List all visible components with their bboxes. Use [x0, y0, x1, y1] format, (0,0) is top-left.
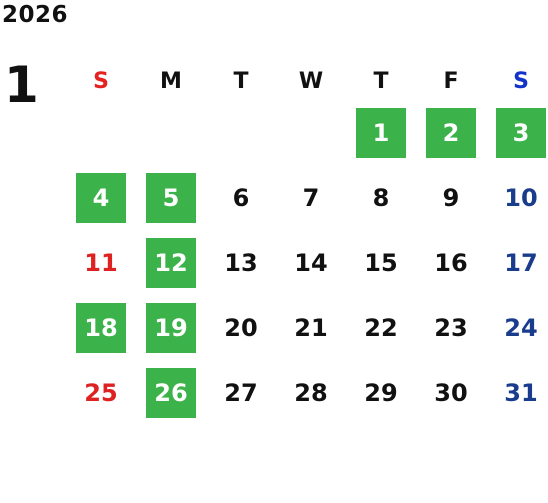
weekday-header-saturday: S — [513, 68, 529, 94]
calendar-day[interactable]: 16 — [434, 248, 468, 277]
calendar-day[interactable]: 22 — [364, 313, 398, 342]
weekday-header-sunday: S — [93, 68, 109, 94]
calendar-day-highlighted[interactable]: 2 — [426, 107, 476, 158]
calendar-day-highlighted[interactable]: 18 — [76, 302, 126, 353]
calendar-day[interactable]: 10 — [504, 183, 538, 212]
calendar-day[interactable]: 17 — [504, 248, 538, 277]
calendar-day[interactable]: 14 — [294, 248, 328, 277]
weekday-header-monday: M — [160, 68, 182, 94]
empty-day-cell — [216, 108, 266, 158]
calendar-day[interactable]: 7 — [302, 183, 320, 212]
weekday-header-thursday: T — [373, 68, 389, 94]
calendar-day[interactable]: 11 — [84, 248, 118, 277]
empty-day-cell — [76, 108, 126, 158]
calendar-day-highlighted[interactable]: 4 — [76, 172, 126, 223]
empty-day-cell — [146, 108, 196, 158]
calendar-day-highlighted[interactable]: 3 — [496, 107, 546, 158]
calendar-day[interactable]: 29 — [364, 378, 398, 407]
calendar-day[interactable]: 15 — [364, 248, 398, 277]
empty-day-cell — [286, 108, 336, 158]
calendar-day-highlighted[interactable]: 12 — [146, 237, 196, 288]
calendar-day[interactable]: 9 — [442, 183, 460, 212]
calendar-day[interactable]: 13 — [224, 248, 258, 277]
calendar-day-highlighted[interactable]: 19 — [146, 302, 196, 353]
weekday-header-tuesday: T — [233, 68, 249, 94]
calendar-day-highlighted[interactable]: 5 — [146, 172, 196, 223]
calendar-month: 1 — [4, 56, 39, 114]
calendar-day[interactable]: 6 — [232, 183, 250, 212]
calendar-day[interactable]: 27 — [224, 378, 258, 407]
weekday-header-wednesday: W — [298, 68, 324, 94]
calendar-day[interactable]: 24 — [504, 313, 538, 342]
calendar-day-highlighted[interactable]: 1 — [356, 107, 406, 158]
calendar-day[interactable]: 31 — [504, 378, 538, 407]
weekday-header-friday: F — [443, 68, 459, 94]
calendar-day[interactable]: 25 — [84, 378, 118, 407]
calendar-day[interactable]: 21 — [294, 313, 328, 342]
calendar-day[interactable]: 20 — [224, 313, 258, 342]
calendar-year: 2026 — [2, 2, 69, 28]
calendar-day-highlighted[interactable]: 26 — [146, 367, 196, 418]
calendar-day[interactable]: 28 — [294, 378, 328, 407]
calendar-day[interactable]: 30 — [434, 378, 468, 407]
calendar-day[interactable]: 23 — [434, 313, 468, 342]
calendar-day[interactable]: 8 — [372, 183, 390, 212]
